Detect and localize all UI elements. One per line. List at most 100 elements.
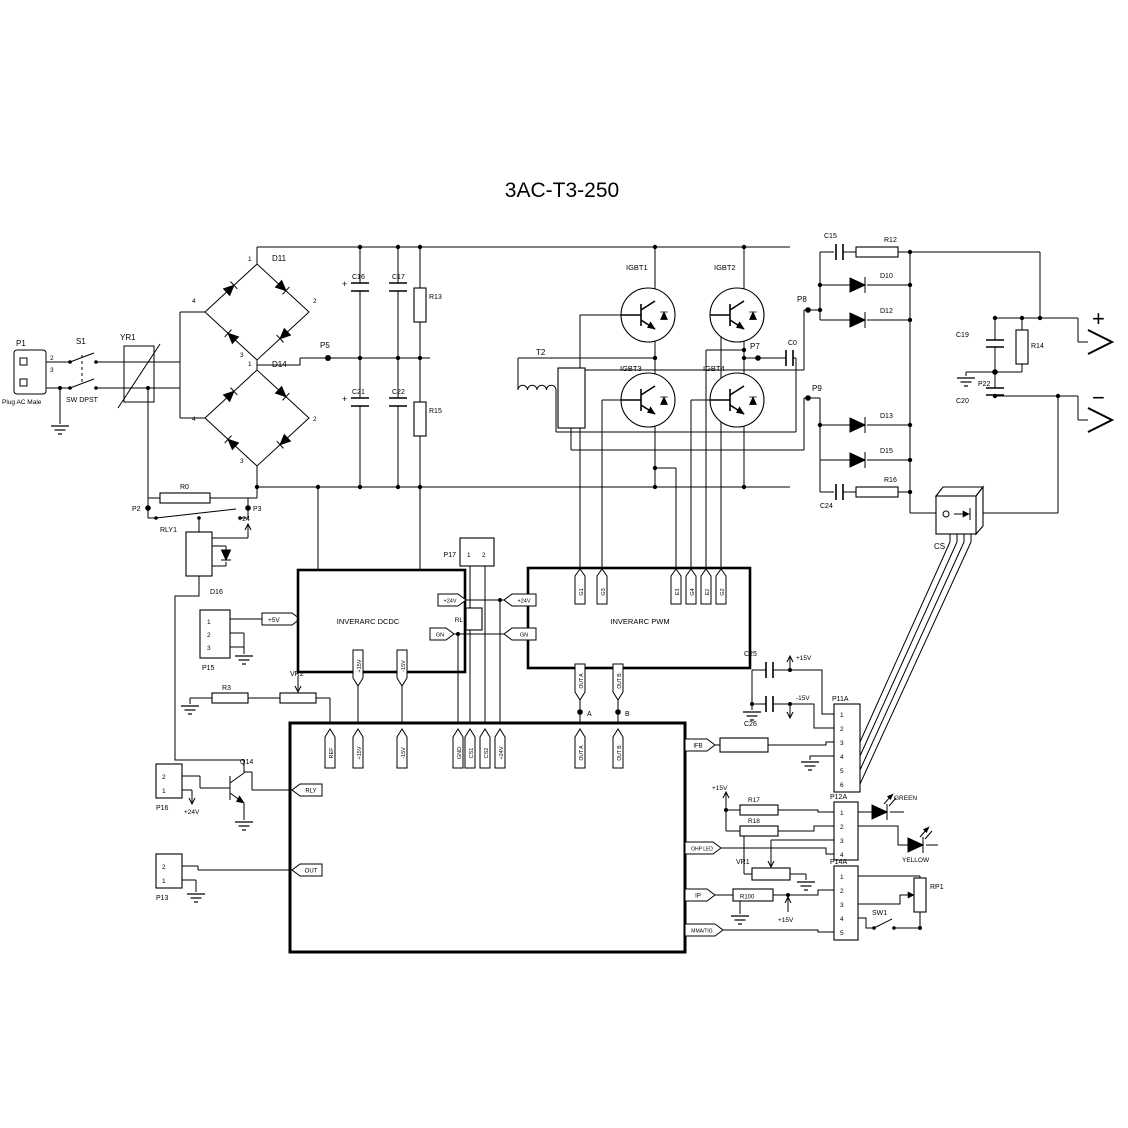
label-r100: R100 [740, 895, 755, 901]
p14a-pin5: 5 [840, 930, 844, 937]
plus5v-label: +5V [268, 617, 280, 624]
board-tag-rly [291, 783, 323, 797]
green-led-arrowhead [886, 793, 894, 801]
connector-p13 [155, 853, 183, 889]
resistor-r0 [159, 492, 211, 504]
pwm-tag-g3-label: G3 [601, 588, 607, 595]
ac-input-section: P1 2 3 Plug AC Male S1 SW DPST YR1 [2, 311, 205, 435]
label-rp1: RP1 [930, 884, 944, 891]
relay-wires [147, 388, 258, 773]
t2-primary-winding [517, 384, 557, 391]
resistor-r18 [739, 825, 779, 837]
plug-pin-b [19, 378, 28, 387]
label-c19: C19 [956, 332, 969, 339]
bus-dots [254, 244, 423, 490]
d14-pin3: 3 [240, 458, 244, 465]
resistor-r12 [855, 246, 899, 258]
relay-dots [145, 505, 251, 520]
plus24-arrow-icon [244, 523, 252, 539]
igbt3-emitter-arrow [647, 406, 656, 415]
outrect-wires [819, 251, 936, 514]
p13-ground-icon [186, 893, 206, 903]
dcdc-tag-gn-label: GN [436, 633, 444, 639]
label-p7: P7 [750, 342, 760, 351]
cs-top-face [934, 486, 985, 497]
r17-15v-arrow-icon [722, 791, 730, 807]
label-c21: C21 [352, 389, 365, 396]
cap-plates [351, 282, 407, 407]
pwm-section: INVERARC PWM +24V GN G1 G3 E3 G4 E2 G2 O… [503, 566, 834, 771]
label-pin2: 2 [50, 355, 54, 362]
p15-ground-icon [234, 655, 254, 665]
label-rl: RL [455, 617, 464, 624]
board-tag-ifb-label: IFB [693, 744, 702, 750]
plug-body [13, 349, 47, 395]
label-p16: P16 [156, 805, 169, 812]
p11a-ground-icon [800, 761, 820, 771]
d11-pin1: 1 [248, 256, 252, 263]
label-r14: R14 [1031, 343, 1044, 350]
aux-left-wires [189, 618, 331, 723]
varistor-box [123, 345, 155, 403]
label-s1: S1 [76, 337, 86, 346]
connector-p12a [833, 801, 859, 861]
cs-arrow-head [962, 510, 970, 518]
pot-vr1 [751, 867, 791, 881]
label-yellow: YELLOW [902, 857, 930, 864]
supply-dots [750, 668, 792, 706]
p15-pin1: 1 [207, 619, 211, 626]
label-p15: P15 [202, 665, 215, 672]
board-tag-outb [612, 728, 624, 769]
pwm-tag-outb [612, 663, 624, 701]
t2-core [557, 367, 586, 429]
label-p3: P3 [253, 506, 262, 513]
pwm-tag-24v [503, 593, 537, 607]
q14-ground-icon [234, 821, 254, 831]
p15-pin2: 2 [207, 632, 211, 639]
c0-plates [785, 350, 794, 366]
resistor-r14 [1015, 329, 1029, 365]
label-p9: P9 [812, 384, 822, 393]
igbt1-emitter-arrow [647, 321, 656, 330]
connector-p15 [199, 609, 231, 659]
label-cs: CS [934, 542, 945, 551]
rl-contact [465, 607, 483, 631]
label-p1: P1 [16, 339, 26, 348]
ac-wires [46, 311, 205, 424]
dcdc-tag-gn [429, 627, 455, 641]
dcdc-tag-m15v [396, 649, 408, 687]
pwm-dots [577, 709, 621, 715]
label-d13: D13 [880, 413, 893, 420]
relay-coil [185, 531, 213, 577]
main-board-section: REF +15V -15V GND CS1 CS2 +24V OUT A OUT… [288, 721, 724, 954]
d14-pin4: 4 [192, 416, 196, 423]
yellow-led-icon [907, 836, 924, 854]
label-c16: C16 [352, 274, 365, 281]
p12a-pin2: 2 [840, 824, 844, 831]
board-tag-m15v-label: -15V [401, 747, 407, 759]
dcdc-section: INVERARC DCDC +15V -15V +24V GN 1 2 P17 … [296, 537, 504, 723]
pwm-tag-gn [503, 627, 537, 641]
label-rly1: RLY1 [160, 527, 177, 534]
diode-d13-icon [849, 416, 866, 434]
p11a-pin6: 6 [840, 782, 844, 789]
pwm-tag-g4-label: G4 [690, 588, 696, 595]
right-lower-section: P11A 1 2 3 4 5 6 P12A 1 2 3 4 P14A 1 2 3… [712, 696, 944, 941]
outrect-dots [817, 249, 913, 495]
resistor-r100 [732, 888, 774, 902]
label-sw1: SW1 [872, 910, 887, 917]
board-tag-ifb [684, 738, 716, 752]
label-yr1: YR1 [120, 333, 136, 342]
rp1-wiper-arrowhead [907, 891, 915, 899]
d14-pin1: 1 [248, 361, 252, 368]
inverter-section: IGBT1 IGBT2 IGBT3 IGBT4 T2 P7 C0 P8 P9 [517, 244, 822, 569]
label-c0: C0 [788, 340, 797, 347]
board-tag-gnd-label: GND [457, 747, 463, 759]
board-tag-ref-label: REF [329, 747, 335, 759]
label-p12a: P12A [830, 794, 847, 801]
board-tag-m15v [396, 728, 408, 769]
label-igbt4: IGBT4 [703, 364, 725, 373]
p17-pin1: 1 [467, 552, 471, 559]
p13-pin1: 1 [162, 878, 166, 885]
label-d10: D10 [880, 273, 893, 280]
